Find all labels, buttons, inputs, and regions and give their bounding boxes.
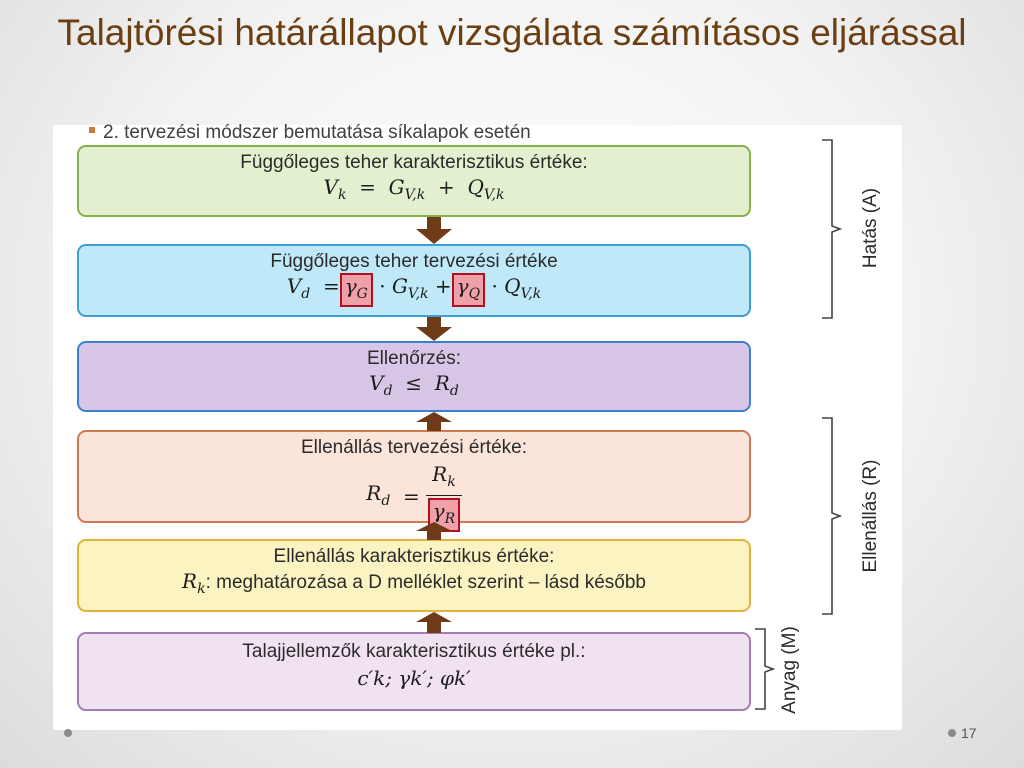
characteristic-resistance-box: Ellenállás karakterisztikus értéke: Rk: … (77, 539, 751, 612)
resistance-brace (822, 417, 843, 615)
design-load-label: Függőleges teher tervezési értéke (270, 251, 558, 272)
right-footer-dot (948, 729, 956, 737)
up-arrow-3 (416, 612, 452, 633)
down-arrow-2 (416, 317, 452, 341)
diagram-panel: 2. tervezési módszer bemutatása síkalapo… (53, 122, 902, 730)
soil-parameters-label: Talajjellemzők karakterisztikus értéke p… (242, 641, 586, 662)
action-label: Hatás (A) (860, 187, 881, 269)
subtitle: 2. tervezési módszer bemutatása síkalapo… (89, 122, 531, 144)
up-arrow-2 (416, 522, 452, 540)
design-resistance-label: Ellenállás tervezési értéke: (301, 437, 527, 458)
design-resistance-box: Ellenállás tervezési értéke: Rd = Rk γR (77, 430, 751, 532)
material-brace (755, 628, 776, 710)
verification-label: Ellenőrzés: (367, 348, 461, 369)
slide-title: Talajtörési határállapot vizsgálata szám… (57, 12, 967, 53)
gamma-q-highlight: γQ (451, 273, 486, 307)
design-load-box: Függőleges teher tervezési értéke Vd =γG… (77, 244, 751, 317)
characteristic-load-box: Függőleges teher karakterisztikus értéke… (77, 145, 751, 217)
soil-parameters-formula: c′k; γk′; φk′ (357, 666, 471, 690)
characteristic-resistance-text: Rk: meghatározása a D melléklet szerint … (182, 569, 646, 597)
verification-formula: Vd ≤ Rd (369, 371, 459, 399)
down-arrow-1 (416, 217, 452, 244)
characteristic-resistance-label: Ellenállás karakterisztikus értéke: (273, 546, 555, 567)
design-load-formula: Vd =γG · GV,k +γQ · QV,k (79, 273, 749, 307)
subtitle-text: 2. tervezési módszer bemutatása síkalapo… (103, 122, 531, 143)
verification-box: Ellenőrzés: Vd ≤ Rd (77, 341, 751, 412)
characteristic-load-label: Függőleges teher karakterisztikus értéke… (240, 152, 588, 173)
characteristic-load-formula: Vk = GV,k + QV,k (323, 175, 505, 203)
page-number: 17 (961, 725, 977, 741)
up-arrow-1 (416, 412, 452, 431)
action-brace (822, 139, 843, 319)
left-footer-dot (64, 729, 72, 737)
soil-parameters-box: Talajjellemzők karakterisztikus értéke p… (77, 632, 751, 711)
bullet-icon (89, 126, 95, 133)
gamma-g-highlight: γG (339, 273, 373, 307)
resistance-label: Ellenállás (R) (860, 459, 881, 573)
material-label: Anyag (M) (779, 626, 800, 714)
